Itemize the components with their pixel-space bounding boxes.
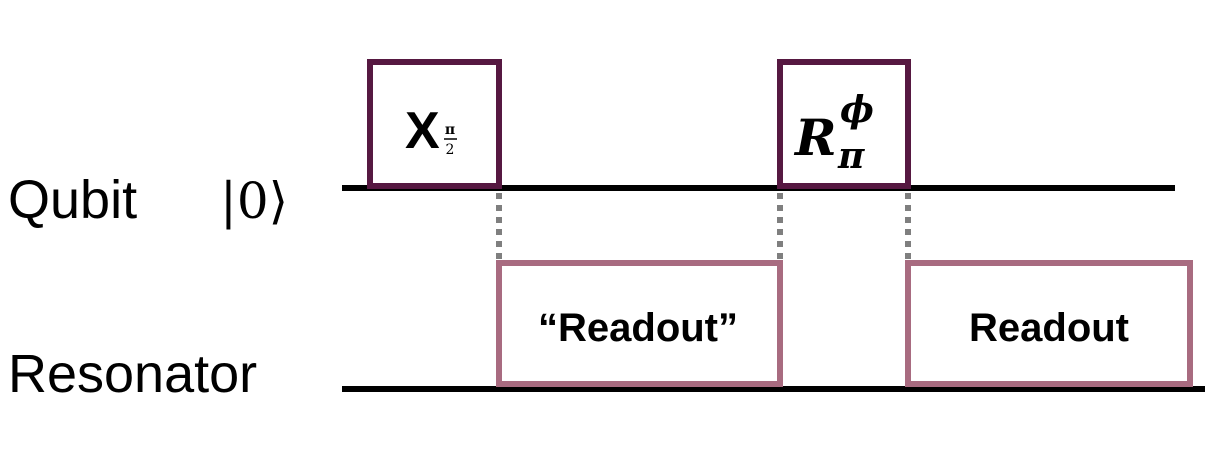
readout-label: Readout — [969, 306, 1129, 350]
r-pi-phi-label: R ϕ π — [793, 89, 874, 177]
readout-quoted-label: “Readout” — [538, 306, 738, 350]
r-gate-symbol: R — [793, 108, 837, 167]
readout-quoted-pulse — [496, 260, 783, 387]
x-half-pi-label: X π 2 — [405, 102, 457, 160]
r-gate-subscript: π — [837, 135, 865, 177]
x-gate-symbol: X — [405, 102, 440, 160]
r-gate-superscript: ϕ — [840, 89, 874, 131]
r-pi-phi-pulse — [777, 59, 911, 189]
readout-pulse — [905, 260, 1193, 387]
fraction-denominator: 2 — [446, 142, 455, 158]
resonator-row-label: Resonator — [8, 344, 257, 404]
qubit-initial-state: |0⟩ — [220, 172, 288, 230]
qubit-row-label: Qubit — [8, 170, 137, 230]
fraction-numerator: π — [445, 122, 455, 138]
x-half-pi-pulse — [367, 59, 502, 189]
